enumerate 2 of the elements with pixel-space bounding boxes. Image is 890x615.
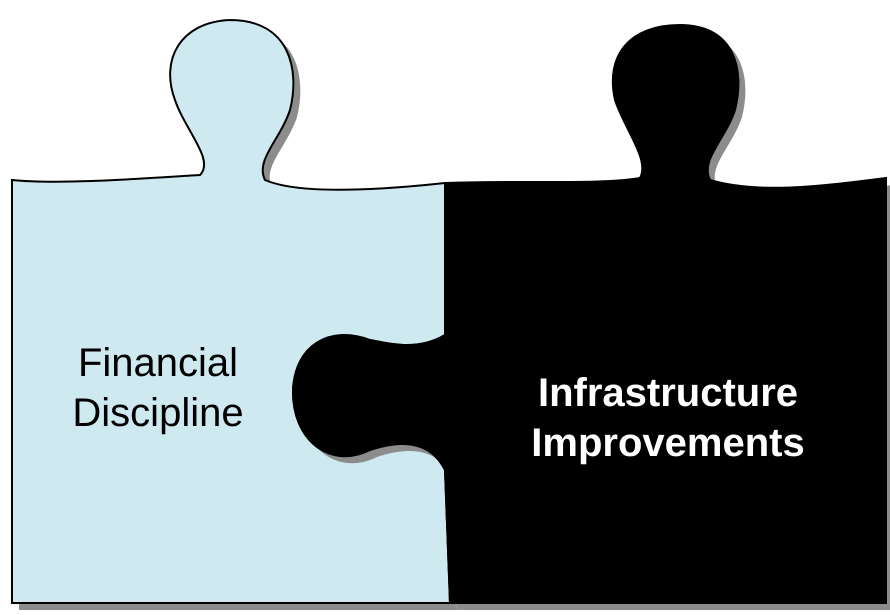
piece-label: Infrastructure Improvements (530, 370, 806, 467)
piece-label: Financial Discipline (71, 340, 245, 437)
